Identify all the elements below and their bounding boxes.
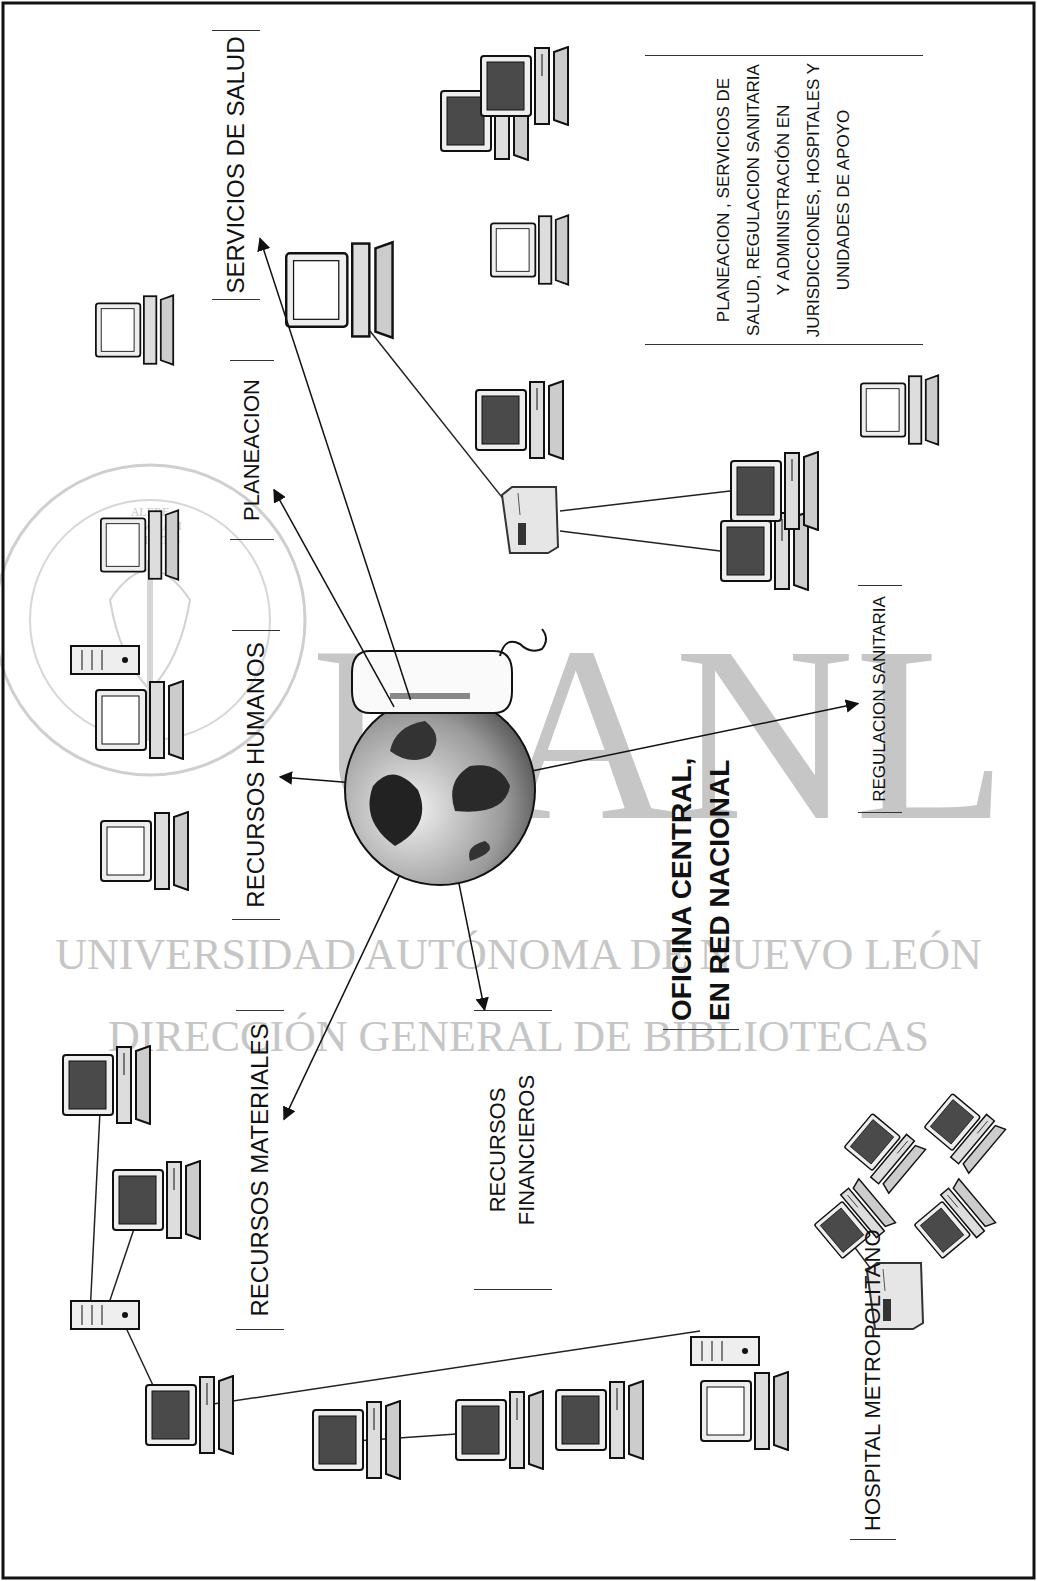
computer-icon (146, 1376, 233, 1454)
computer-icon (456, 1391, 543, 1469)
arrow-connector (284, 876, 399, 1119)
computer-icon (286, 242, 392, 337)
computer-icon (861, 375, 938, 444)
arrow-connector (459, 883, 485, 1010)
connectors (260, 239, 858, 1120)
arrow-connector (274, 490, 394, 707)
tower-icon (691, 1337, 759, 1365)
computer-icon (910, 1179, 996, 1264)
telephone-handset (390, 693, 470, 699)
department-box: RECURSOS HUMANOS (232, 630, 280, 920)
hospital-box: HOSPITAL METROPOLITANO (850, 1205, 896, 1540)
computer-icon (556, 1381, 643, 1459)
central-office-node: OFICINA CENTRAL, EN RED NACIONAL (345, 695, 535, 885)
computer-icon (313, 1401, 400, 1479)
tower-icon (71, 646, 139, 674)
page-frame (3, 3, 1034, 1578)
tower-icon (71, 1301, 139, 1329)
arrow-connector (533, 704, 858, 771)
department-box: SERVICIOS DE SALUD (212, 30, 260, 300)
telephone-handset (352, 651, 512, 713)
network-wire (560, 491, 730, 511)
server-icon (502, 487, 558, 553)
node-title: OFICINA CENTRAL, EN RED NACIONAL (663, 721, 739, 1030)
computer-icon (731, 452, 818, 530)
globe-continent (469, 841, 490, 861)
network-wire (90, 1111, 100, 1315)
globe-continent (390, 721, 436, 760)
node-label: RECURSOS HUMANOS (240, 642, 271, 907)
node-label: RECURSOS MATERIALES (244, 1024, 275, 1317)
department-box: PLANEACION (230, 360, 274, 540)
node-label: REGULACION SANITARIA (869, 596, 891, 802)
node-label: SERVICIOS DE SALUD (220, 37, 251, 294)
globe-continent (369, 774, 422, 846)
arrow-connector (260, 239, 411, 700)
computer-icon (476, 381, 563, 459)
computer-icon (101, 812, 188, 890)
globe (345, 695, 535, 885)
network-wires (90, 331, 880, 1441)
watermark-text: UNIVERSIDAD AUTÓNOMA DE NUEVO LEÓN (0, 930, 1037, 981)
computer-icon (840, 1108, 926, 1193)
computer-icon (491, 215, 568, 284)
computer-icon (481, 47, 568, 125)
computer-icon (96, 295, 173, 364)
node-label: RECURSOS FINANCIEROS (484, 1070, 541, 1230)
computer-icon (920, 1088, 1006, 1173)
computer-icon (101, 510, 178, 579)
department-box: RECURSOS MATERIALES (236, 1010, 284, 1330)
node-label: HOSPITAL METROPOLITANO (859, 1229, 888, 1531)
computer-icon (63, 1046, 150, 1124)
department-box: REGULACION SANITARIA (858, 585, 902, 813)
watermark-text: DIRECCIÓN GENERAL DE BIBLIOTECAS (0, 1012, 1037, 1063)
node-label: PLANEACION (238, 379, 267, 521)
network-note-box: PLANEACION , SERVICIOS DE SALUD, REGULAC… (645, 55, 923, 345)
computer-icon (96, 681, 183, 759)
node-label: PLANEACION , SERVICIOS DE SALUD, REGULAC… (709, 60, 859, 340)
telephone-cord (500, 629, 546, 656)
computer-icon (701, 1372, 788, 1450)
arrow-connector (280, 777, 345, 782)
globe-continent (452, 765, 510, 812)
computer-icon (113, 1161, 200, 1239)
department-box: RECURSOS FINANCIEROS (474, 1010, 552, 1290)
network-wire (560, 531, 720, 551)
